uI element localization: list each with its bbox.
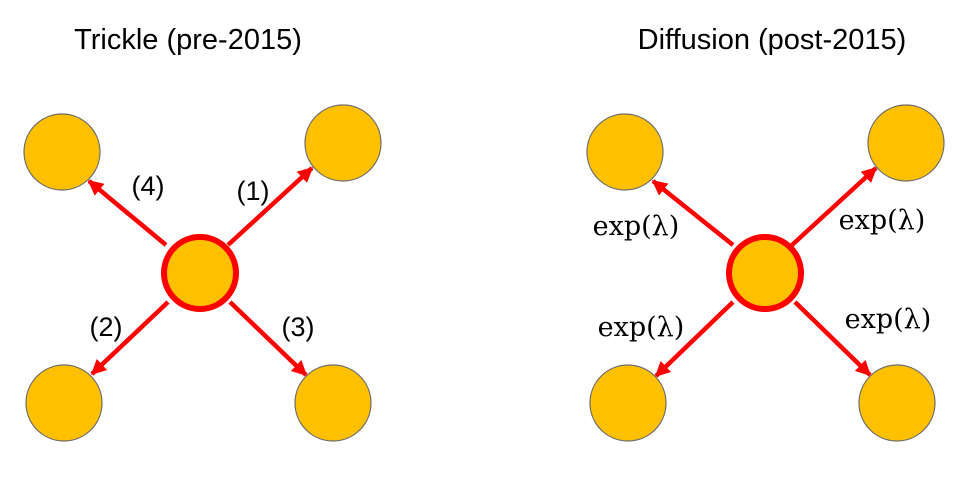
trickle-edge-top-right <box>226 166 314 247</box>
diffusion-peer-bottom-left <box>589 364 667 442</box>
diffusion-edge-label-top-right: exp(λ) <box>839 205 926 236</box>
trickle-peer-top-left <box>23 113 101 191</box>
diffusion-source-node <box>726 234 804 312</box>
diffusion-edge-bottom-left <box>654 300 735 378</box>
trickle-panel: Trickle (pre-2015) (1) (4) (2) (3) <box>23 24 382 442</box>
trickle-peer-top-right <box>304 104 382 182</box>
trickle-peer-bottom-left <box>25 364 103 442</box>
diffusion-panel: Diffusion (post-2015) exp(λ) exp(λ) exp(… <box>586 24 945 442</box>
trickle-edge-label-4: (4) <box>132 171 165 201</box>
diffusion-edge-label-bottom-left: exp(λ) <box>598 312 685 343</box>
diffusion-peer-bottom-right <box>858 364 936 442</box>
trickle-edge-label-2: (2) <box>90 312 123 342</box>
diffusion-peer-top-right <box>867 104 945 182</box>
trickle-edge-top-left <box>87 179 168 247</box>
trickle-edge-bottom-left <box>90 300 170 376</box>
trickle-source-node <box>161 234 239 312</box>
trickle-edge-label-1: (1) <box>237 176 270 206</box>
trickle-title: Trickle (pre-2015) <box>74 24 302 56</box>
trickle-edge-label-3: (3) <box>282 312 315 342</box>
diffusion-edge-top-left <box>651 179 735 247</box>
diffusion-edge-bottom-right <box>793 300 872 377</box>
trickle-peer-bottom-right <box>294 364 372 442</box>
diffusion-edge-label-top-left: exp(λ) <box>593 211 680 242</box>
diffusion-edge-top-right <box>790 166 878 247</box>
trickle-edge-bottom-right <box>228 300 308 377</box>
diffusion-title: Diffusion (post-2015) <box>638 24 907 56</box>
diffusion-peer-top-left <box>586 113 664 191</box>
diffusion-edge-label-bottom-right: exp(λ) <box>845 304 932 335</box>
